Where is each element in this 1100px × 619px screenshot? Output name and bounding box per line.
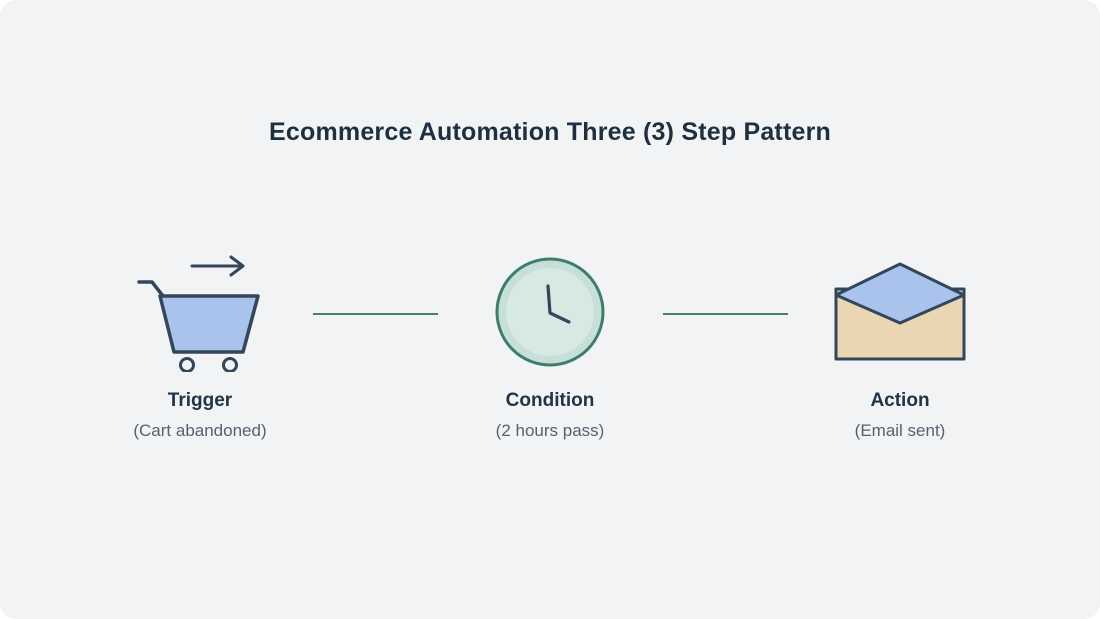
step-label-condition: Condition <box>505 390 595 411</box>
connector-condition-action <box>662 313 788 315</box>
clock-icon <box>494 250 606 374</box>
diagram-title: Ecommerce Automation Three (3) Step Patt… <box>269 118 831 146</box>
flow-row: Trigger (Cart abandoned) Condition (2 ho… <box>0 250 1100 441</box>
step-sublabel-condition: (2 hours pass) <box>495 421 605 440</box>
step-condition: Condition (2 hours pass) <box>438 250 663 441</box>
step-sublabel-trigger: (Cart abandoned) <box>133 421 267 440</box>
envelope-icon <box>832 250 968 374</box>
step-label-trigger: Trigger <box>167 390 233 411</box>
step-trigger: Trigger (Cart abandoned) <box>88 250 313 441</box>
connector-trigger-condition <box>312 313 438 315</box>
shopping-cart-icon <box>137 250 263 374</box>
step-action: Action (Email sent) <box>788 250 1013 441</box>
step-sublabel-action: (Email sent) <box>854 421 946 440</box>
step-label-action: Action <box>870 390 930 411</box>
